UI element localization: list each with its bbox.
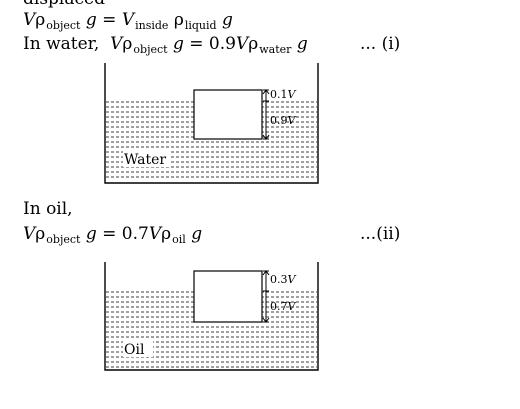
oil-sub-oil: oil <box>172 233 186 246</box>
oil-rhs: = 0.7 <box>102 224 149 244</box>
water-rho2: ρ <box>248 34 259 54</box>
oil-liquid-hatching <box>106 291 317 368</box>
partial-header-word: displaced <box>23 0 105 9</box>
equation-water: In water, Vρobject g = 0.9Vρwater g <box>23 34 308 56</box>
oil-above-label: 0.3V <box>270 273 297 286</box>
eq-g: g <box>85 10 97 30</box>
oil-sub-object: object <box>46 233 81 246</box>
water-v: V <box>110 34 123 54</box>
oil-below-label: 0.7V <box>270 300 297 313</box>
equation-oil: Vρobject g = 0.7Vρoil g <box>23 224 203 246</box>
water-above-label: 0.1V <box>270 88 297 101</box>
oil-g2: g <box>191 224 203 244</box>
eq-rho2: ρ <box>173 10 184 30</box>
eq-rho: ρ <box>35 10 46 30</box>
equation-general: Vρobject g = Vinside ρliquid g <box>23 10 233 32</box>
oil-heading: In oil, <box>23 199 73 219</box>
water-prefix: In water, <box>23 34 100 54</box>
eq-g2: g <box>221 10 233 30</box>
oil-v2: V <box>148 224 162 244</box>
oil-arrow-up <box>262 270 270 276</box>
eq-equals: = <box>102 10 117 30</box>
water-v2: V <box>235 34 249 54</box>
water-below-label: 0.9V <box>270 114 297 127</box>
oil-liquid-label: Oil <box>124 342 145 358</box>
eq-sub-object: object <box>46 19 81 32</box>
water-sub-water: water <box>259 43 292 56</box>
water-arrow-down <box>262 134 270 140</box>
oil-arrow-down <box>262 317 270 323</box>
water-sub-object: object <box>133 43 168 56</box>
oil-rho: ρ <box>35 224 46 244</box>
eq-sub-liquid: liquid <box>184 19 217 32</box>
oil-container <box>104 262 319 371</box>
oil-rho2: ρ <box>161 224 172 244</box>
oil-v: V <box>23 224 36 244</box>
water-arrow-up <box>262 89 270 95</box>
water-liquid-label: Water <box>124 152 166 168</box>
water-equation-tag: ... (i) <box>360 34 401 54</box>
eq-v: V <box>23 10 36 30</box>
oil-block <box>193 270 263 323</box>
oil-g: g <box>85 224 97 244</box>
partial-header-text: displaced <box>23 0 105 8</box>
water-rho: ρ <box>122 34 133 54</box>
water-g2: g <box>296 34 308 54</box>
eq-sub-inside: inside <box>135 19 169 32</box>
water-g: g <box>172 34 184 54</box>
water-container <box>104 63 319 184</box>
eq-v2: V <box>121 10 135 30</box>
water-rhs: = 0.9 <box>189 34 236 54</box>
oil-equation-tag: ...(ii) <box>360 224 401 244</box>
water-block <box>193 89 263 140</box>
